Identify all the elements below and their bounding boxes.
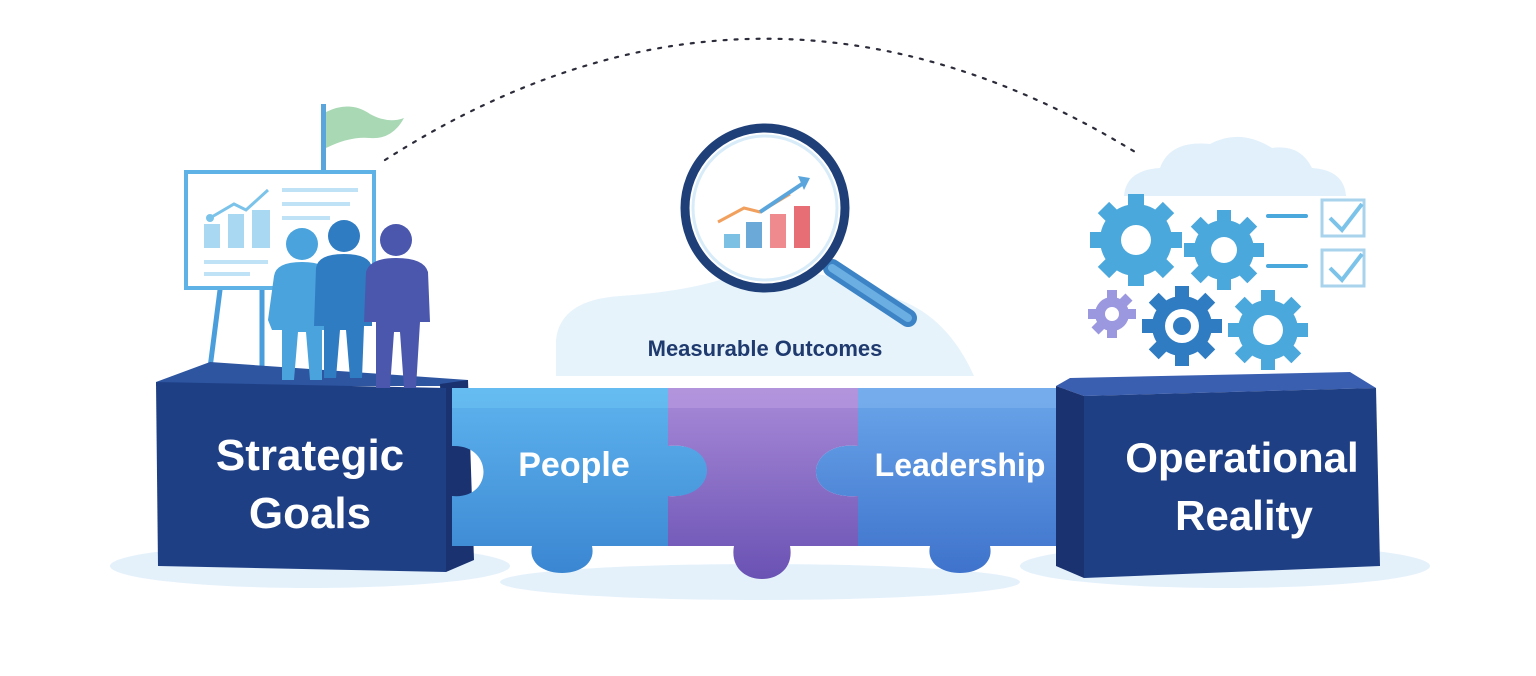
person-middle	[314, 220, 372, 378]
cloud-icon	[1124, 136, 1346, 196]
gear-icon	[1184, 210, 1264, 290]
gear-icon	[1088, 290, 1136, 338]
leadership-label: Leadership	[875, 447, 1046, 483]
strategic-goals-label-line2: Goals	[249, 489, 371, 538]
operational-reality-label-line1: Operational	[1125, 434, 1358, 481]
team-people-icon	[268, 220, 430, 388]
measurable-outcomes-label: Measurable Outcomes	[648, 336, 883, 361]
operational-reality-label-line2: Reality	[1175, 492, 1313, 539]
person-right	[364, 224, 430, 388]
flag-icon	[321, 104, 404, 184]
puzzle-piece-people	[452, 388, 711, 573]
person-left	[268, 228, 330, 380]
people-label: People	[518, 446, 629, 484]
puzzle-piece-center	[668, 388, 858, 579]
puzzle-piece-leadership	[815, 388, 1102, 573]
dotted-arc	[383, 37, 1142, 162]
operational-reality-block	[1056, 372, 1380, 578]
gear-icon	[1090, 194, 1182, 286]
gear-icon	[1142, 286, 1222, 366]
strategic-goals-label-line1: Strategic	[216, 431, 404, 480]
gear-icon	[1228, 290, 1308, 370]
bar-chart-icon	[717, 176, 810, 248]
checklist-icon	[1266, 198, 1366, 288]
gears-icon	[1088, 194, 1308, 370]
